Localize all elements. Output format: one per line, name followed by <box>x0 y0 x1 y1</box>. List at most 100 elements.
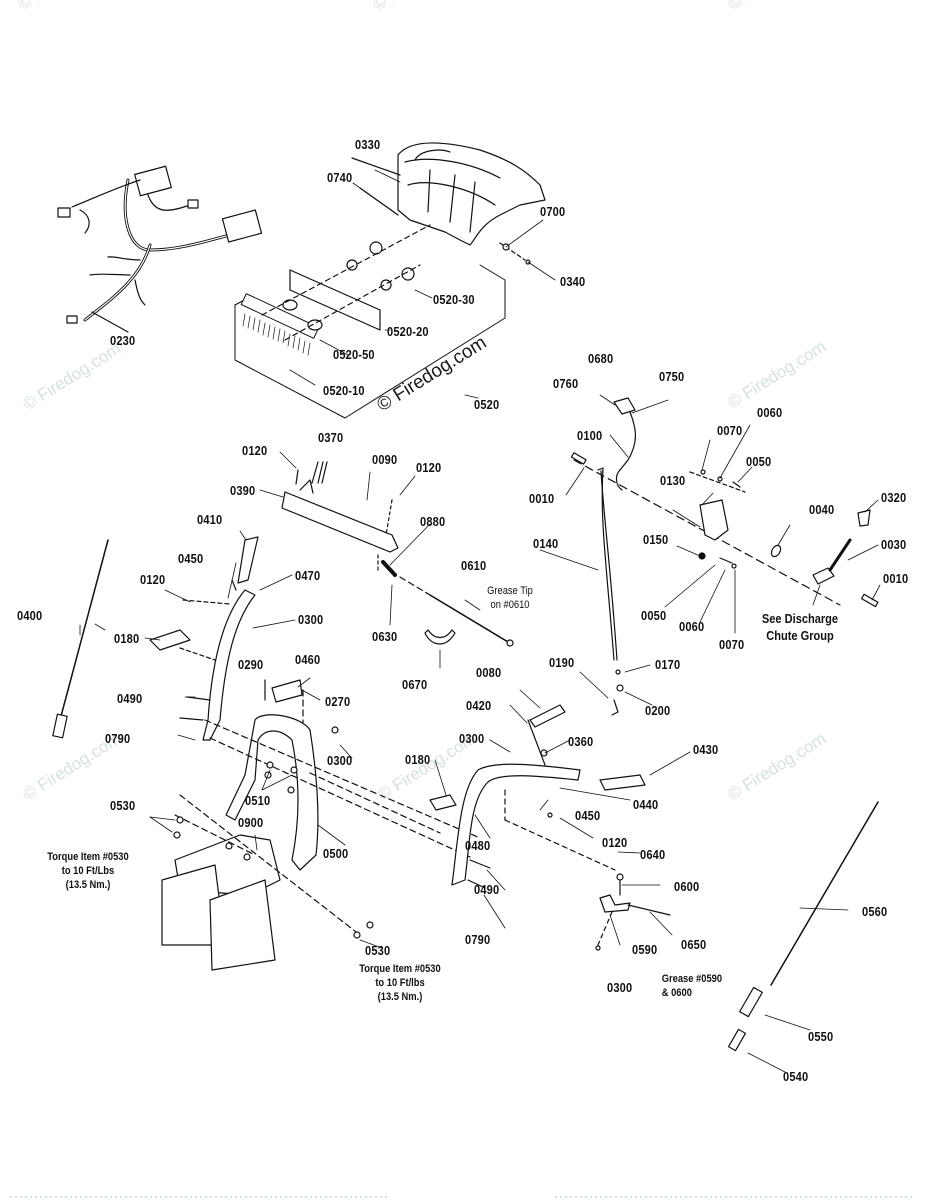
part-label[interactable]: 0170 <box>655 657 681 672</box>
part-label[interactable]: 0520-10 <box>323 383 365 398</box>
part-label[interactable]: 0230 <box>110 333 136 348</box>
part-label[interactable]: 0460 <box>295 652 321 667</box>
note-line: Grease Tip <box>487 585 533 597</box>
part-label[interactable]: 0140 <box>533 536 559 551</box>
part-label[interactable]: 0880 <box>420 514 446 529</box>
part-label[interactable]: 0750 <box>659 369 685 384</box>
part-label[interactable]: 0440 <box>633 797 659 812</box>
part-label[interactable]: 0060 <box>679 619 705 634</box>
part-label[interactable]: 0740 <box>327 170 353 185</box>
wiring-harness-0230 <box>57 165 263 333</box>
part-label[interactable]: 0550 <box>808 1029 834 1044</box>
part-label[interactable]: 0370 <box>318 430 344 445</box>
part-label[interactable]: 0050 <box>641 608 667 623</box>
note-torque-left: Torque Item #0530 to 10 Ft/Lbs (13.5 Nm.… <box>37 850 139 892</box>
part-label[interactable]: 0590 <box>632 942 658 957</box>
note-line: to 10 Ft/Lbs <box>61 865 115 877</box>
part-label[interactable]: 0070 <box>717 423 743 438</box>
part-label[interactable]: 0500 <box>323 846 349 861</box>
part-label[interactable]: 0130 <box>660 473 686 488</box>
dash-panel-0330 <box>351 142 546 246</box>
part-label[interactable]: 0900 <box>238 815 264 830</box>
part-label[interactable]: 0080 <box>476 665 502 680</box>
part-label[interactable]: 0540 <box>783 1069 809 1084</box>
part-label[interactable]: 0060 <box>757 405 783 420</box>
part-label[interactable]: 0330 <box>355 137 381 152</box>
part-label[interactable]: 0700 <box>540 204 566 219</box>
part-label[interactable]: 0070 <box>719 637 745 652</box>
console-bracket-0500 <box>161 714 481 971</box>
part-label[interactable]: 0400 <box>17 608 43 623</box>
part-label[interactable]: 0120 <box>602 835 628 850</box>
footer-strip <box>555 1196 915 1198</box>
part-label[interactable]: 0560 <box>862 904 888 919</box>
part-label[interactable]: 0050 <box>746 454 772 469</box>
part-label[interactable]: 0450 <box>575 808 601 823</box>
part-label[interactable]: 0430 <box>693 742 719 757</box>
part-label[interactable]: 0300 <box>327 753 353 768</box>
part-label[interactable]: 0340 <box>560 274 586 289</box>
part-label[interactable]: 0760 <box>553 376 579 391</box>
part-label[interactable]: 0150 <box>643 532 669 547</box>
note-line: on #0610 <box>490 599 530 611</box>
part-label[interactable]: 0300 <box>607 980 633 995</box>
part-label[interactable]: 0630 <box>372 629 398 644</box>
part-label[interactable]: 0680 <box>588 351 614 366</box>
shift-plate-0390 <box>281 461 514 647</box>
part-label[interactable]: 0120 <box>140 572 166 587</box>
part-label[interactable]: 0360 <box>568 734 594 749</box>
part-label[interactable]: 0010 <box>883 571 909 586</box>
note-grease-tip: Grease Tip on #0610 <box>476 584 544 612</box>
note-discharge-chute: See Discharge Chute Group <box>749 610 851 644</box>
right-handle-0480 <box>429 704 671 951</box>
part-label[interactable]: 0520-50 <box>333 347 375 362</box>
part-label[interactable]: 0390 <box>230 483 256 498</box>
part-label[interactable]: 0530 <box>110 798 136 813</box>
cable-0560 <box>727 801 879 1052</box>
part-label[interactable]: 0420 <box>466 698 492 713</box>
part-label[interactable]: 0290 <box>238 657 264 672</box>
note-line: Torque Item #0530 <box>359 963 441 975</box>
part-label[interactable]: 0520-20 <box>387 324 429 339</box>
part-label[interactable]: 0790 <box>105 731 131 746</box>
part-label[interactable]: 0040 <box>809 502 835 517</box>
part-label[interactable]: 0530 <box>365 943 391 958</box>
part-label[interactable]: 0410 <box>197 512 223 527</box>
part-label[interactable]: 0300 <box>298 612 324 627</box>
part-label[interactable]: 0650 <box>681 937 707 952</box>
part-label[interactable]: 0010 <box>529 491 555 506</box>
part-label[interactable]: 0670 <box>402 677 428 692</box>
part-label[interactable]: 0270 <box>325 694 351 709</box>
note-line: Chute Group <box>766 628 834 643</box>
part-label[interactable]: 0100 <box>577 428 603 443</box>
part-label[interactable]: 0490 <box>474 882 500 897</box>
part-label[interactable]: 0120 <box>416 460 442 475</box>
note-line: (13.5 Nm.) <box>377 991 423 1003</box>
part-label[interactable]: 0090 <box>372 452 398 467</box>
part-label[interactable]: 0480 <box>465 838 491 853</box>
part-label[interactable]: 0030 <box>881 537 907 552</box>
left-handle-0470 <box>52 536 304 771</box>
part-label[interactable]: 0520 <box>474 397 500 412</box>
part-label[interactable]: 0510 <box>245 793 271 808</box>
part-label[interactable]: 0610 <box>461 558 487 573</box>
part-label[interactable]: 0470 <box>295 568 321 583</box>
part-label[interactable]: 0300 <box>459 731 485 746</box>
part-label[interactable]: 0190 <box>549 655 575 670</box>
part-label[interactable]: 0200 <box>645 703 671 718</box>
part-label[interactable]: 0180 <box>114 631 140 646</box>
note-line: Grease #0590 <box>661 973 723 985</box>
note-torque-bottom: Torque Item #0530 to 10 Ft/lbs (13.5 Nm.… <box>349 962 451 1004</box>
part-label[interactable]: 0180 <box>405 752 431 767</box>
part-label[interactable]: 0450 <box>178 551 204 566</box>
part-label[interactable]: 0490 <box>117 691 143 706</box>
shift-linkage <box>570 397 879 716</box>
part-label[interactable]: 0640 <box>640 847 666 862</box>
part-label[interactable]: 0320 <box>881 490 907 505</box>
part-label[interactable]: 0600 <box>674 879 700 894</box>
leader-lines <box>289 169 556 399</box>
note-line: See Discharge <box>761 611 839 626</box>
part-label[interactable]: 0520-30 <box>433 292 475 307</box>
part-label[interactable]: 0790 <box>465 932 491 947</box>
part-label[interactable]: 0120 <box>242 443 268 458</box>
